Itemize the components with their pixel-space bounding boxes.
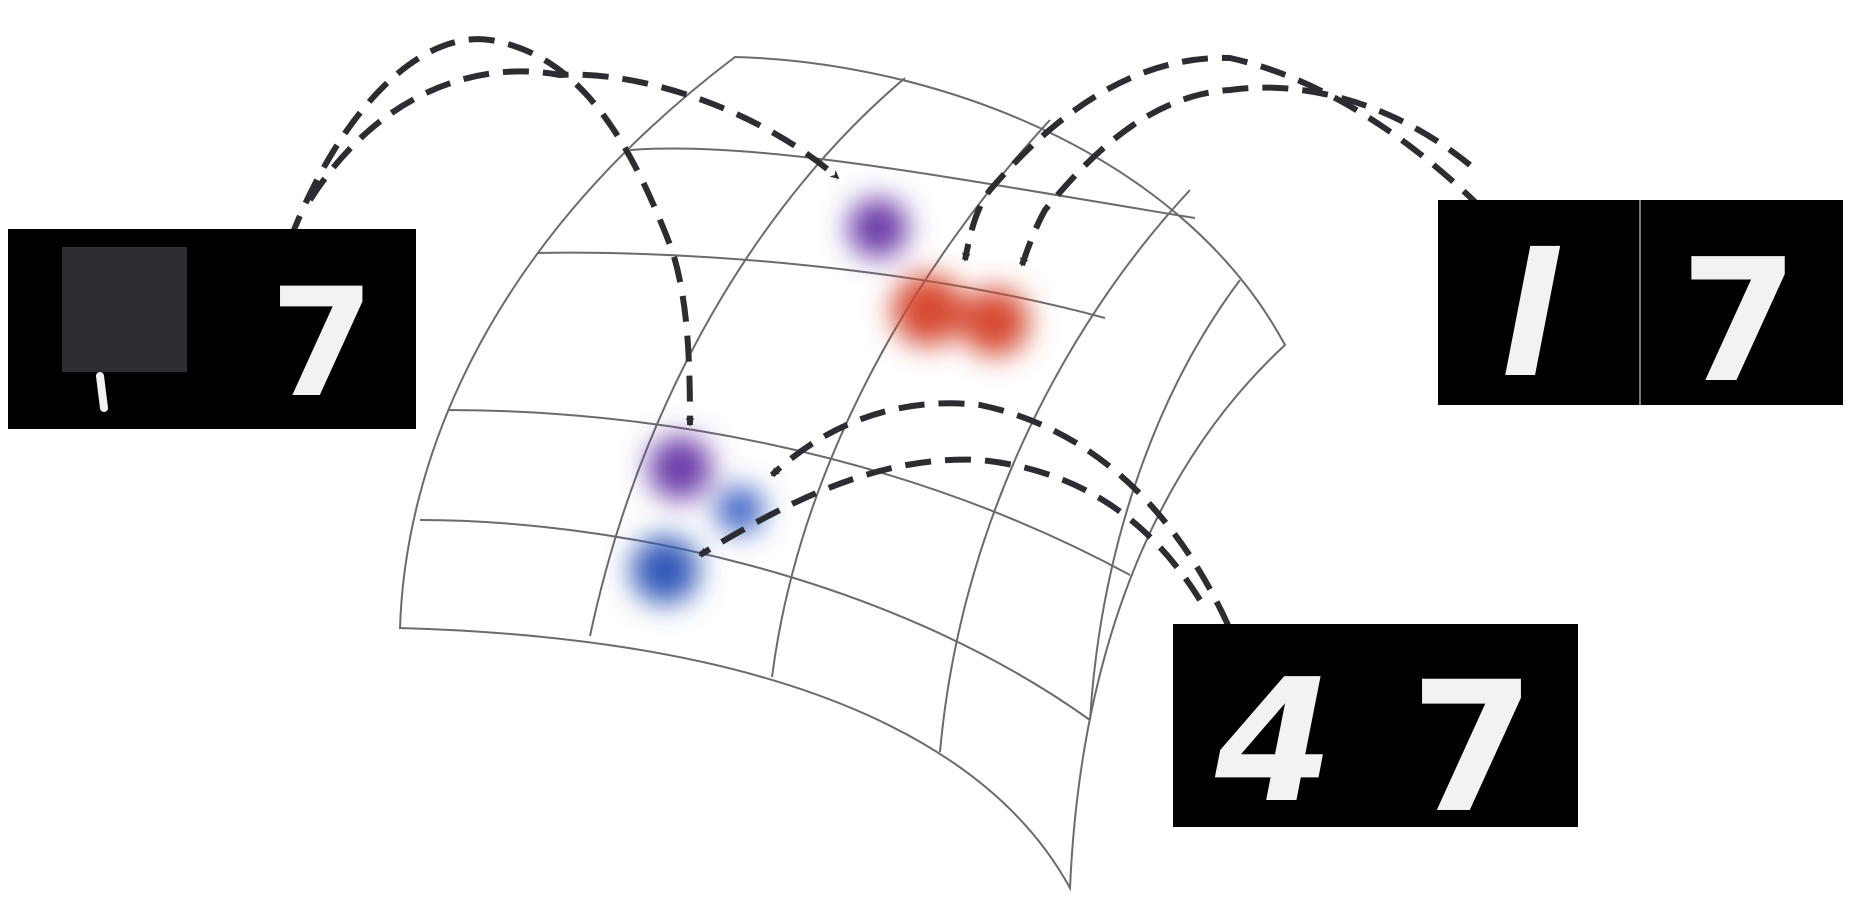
occluder-square — [62, 247, 187, 372]
partial-stroke — [96, 372, 108, 412]
purple-blob-bottom — [648, 436, 712, 500]
grid-row-3 — [447, 409, 1131, 576]
image-panel-left: 7 — [8, 229, 416, 431]
grid-row-2 — [537, 251, 1106, 319]
grid-col-2 — [771, 119, 1051, 678]
manifold-outline — [398, 55, 1287, 892]
image-panel-right: l 7 — [1438, 200, 1843, 421]
grid-row-4 — [419, 519, 1091, 721]
panel-right-digit-2: 7 — [1680, 223, 1798, 421]
panel-left-digit-2: 7 — [270, 257, 374, 431]
grid-row-1 — [629, 147, 1196, 219]
image-panel-bottom: 4 7 — [1173, 624, 1578, 853]
arrow-bottom-to-blue — [698, 456, 1203, 602]
arrow-right-to-red-right — [1019, 84, 1472, 267]
panel-bottom-digit-1: 4 — [1214, 643, 1333, 841]
panel-right-digit-1: l — [1500, 218, 1561, 416]
latent-blobs — [631, 198, 1029, 604]
red-blob-right — [961, 288, 1029, 356]
red-blob-left — [892, 274, 964, 346]
panel-bottom-digit-2: 7 — [1410, 644, 1535, 853]
blue-blob-large — [631, 536, 699, 604]
panel-bottom-background — [1173, 624, 1578, 827]
arrow-left-to-purple-bottom — [287, 36, 695, 427]
arrow-left-to-purple-top — [307, 68, 840, 202]
purple-blob-top — [848, 198, 908, 258]
latent-manifold-grid — [398, 55, 1287, 892]
grid-col-3 — [939, 189, 1191, 753]
arrow-bottom-to-purple-bottom — [769, 400, 1231, 627]
mapping-arrows — [287, 36, 1513, 627]
blue-blob-small — [716, 486, 764, 534]
grid-col-1 — [589, 77, 906, 637]
arrow-right-to-red-left — [961, 54, 1513, 262]
